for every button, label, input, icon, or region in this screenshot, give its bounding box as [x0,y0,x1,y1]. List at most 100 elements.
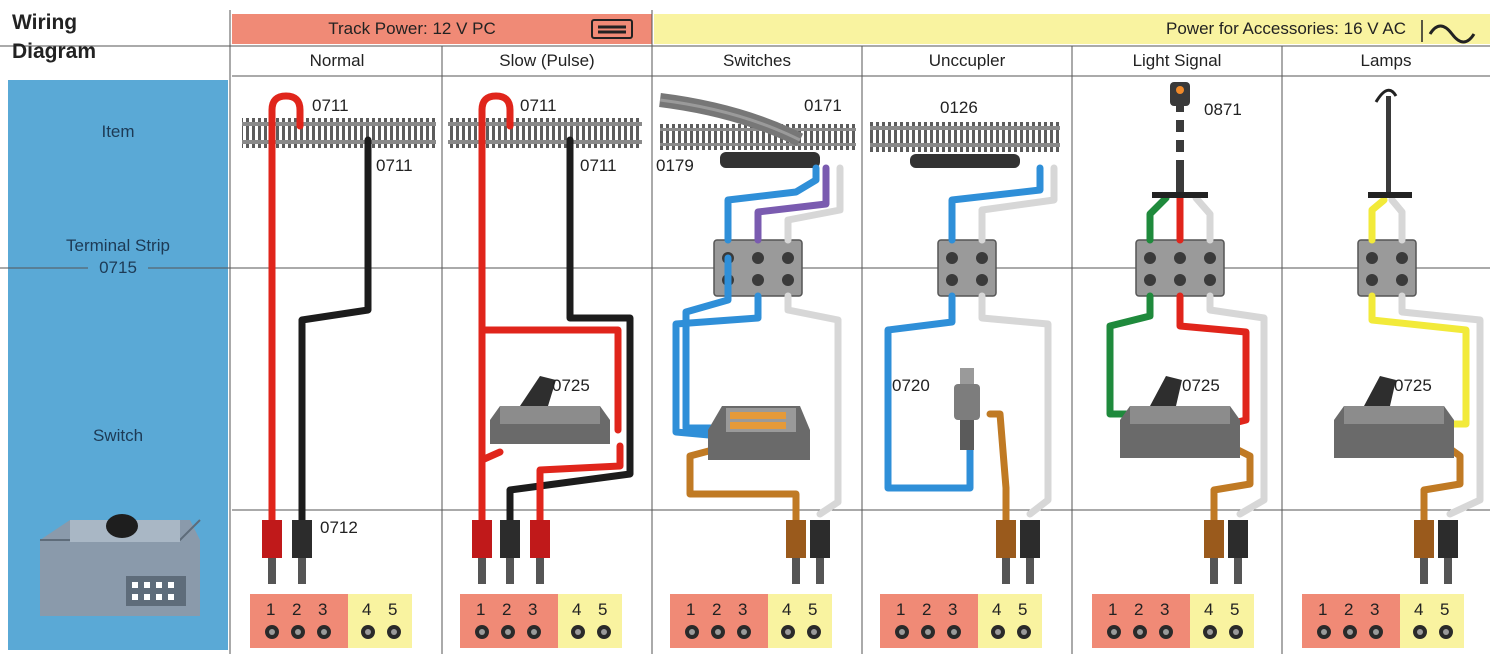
terminal-number-0-0: 1 [266,600,276,619]
terminal-number-5-3: 4 [1414,600,1424,619]
transformer-terminal-blocks [250,594,1464,648]
terminal-number-4-1: 2 [1134,600,1144,619]
terminal-number-5-1: 2 [1344,600,1354,619]
title-line-2: Diagram [12,40,97,63]
terminal-socket-hole-1-0 [479,629,485,635]
accessory-power-header: Power for Accessories: 16 V AC [1166,19,1406,38]
terminal-socket-hole-4-2 [1163,629,1169,635]
terminal-socket-hole-5-4 [1443,629,1449,635]
terminal-socket-hole-1-1 [505,629,511,635]
column-header-normal: Normal [309,51,365,70]
code-switches-turnout: 0171 [804,96,842,115]
code-normal-plug: 0712 [320,518,358,537]
ac-symbol-icon [1421,20,1476,44]
switch-box-turnout [708,406,810,460]
row-label-switch: Switch [92,426,144,445]
column-header-uncoupler: Unccupler [928,51,1006,70]
terminal-socket-hole-3-4 [1021,629,1027,635]
terminal-number-2-0: 1 [686,600,696,619]
code-slow-track-a: 0711 [520,96,557,115]
terminal-socket-hole-5-1 [1347,629,1353,635]
terminal-socket-hole-2-1 [715,629,721,635]
diagram-title: Wiring Diagram [6,8,228,76]
terminal-socket-hole-0-4 [391,629,397,635]
terminal-socket-hole-2-0 [689,629,695,635]
row-label-terminal-strip: Terminal Strip [66,236,170,255]
light-signal [1152,82,1208,198]
column-header-light-signal: Light Signal [1132,51,1222,70]
terminal-socket-hole-0-1 [295,629,301,635]
code-signal: 0871 [1204,100,1242,119]
track-slow [448,118,642,148]
terminal-socket-hole-3-1 [925,629,931,635]
terminal-socket-hole-3-2 [951,629,957,635]
wires [268,92,1484,528]
plugs [262,520,1458,584]
terminal-socket-hole-5-3 [1417,629,1423,635]
terminal-socket-hole-4-1 [1137,629,1143,635]
terminal-number-0-4: 5 [388,600,398,619]
terminal-number-1-4: 5 [598,600,608,619]
terminal-socket-hole-0-3 [365,629,371,635]
column-header-switches: Switches [722,51,792,70]
terminal-number-2-1: 2 [712,600,722,619]
terminal-number-5-4: 5 [1440,600,1450,619]
terminal-number-2-2: 3 [738,600,748,619]
track-power-header-bg [232,14,652,44]
terminal-socket-hole-2-3 [785,629,791,635]
column-header-slow: Slow (Pulse) [499,51,595,70]
terminal-socket-hole-4-3 [1207,629,1213,635]
terminal-number-0-3: 4 [362,600,372,619]
terminal-number-1-2: 3 [528,600,538,619]
accessory-power-header-bg [654,14,1490,44]
dc-symbol-icon [591,19,633,39]
code-normal-track-b: 0711 [376,156,413,175]
code-signal-switch: 0725 [1182,376,1220,395]
turnout-track [659,93,856,168]
terminal-socket-hole-3-3 [995,629,1001,635]
transformer [40,514,201,616]
terminal-number-0-2: 3 [318,600,328,619]
code-slow-switch: 0725 [552,376,590,395]
terminal-number-0-1: 2 [292,600,302,619]
terminal-number-3-2: 3 [948,600,958,619]
code-uncoupler-track: 0126 [940,98,978,117]
terminal-socket-hole-1-2 [531,629,537,635]
terminal-number-4-2: 3 [1160,600,1170,619]
switch-box-slow [490,376,610,444]
code-normal-track-a: 0711 [312,96,349,115]
code-uncoupler-button: 0720 [892,376,930,395]
terminal-socket-hole-1-3 [575,629,581,635]
terminal-socket-hole-0-2 [321,629,327,635]
lamp [1368,88,1412,198]
column-header-lamps: Lamps [1360,51,1412,70]
code-lamp-switch: 0725 [1394,376,1432,395]
terminal-socket-hole-2-4 [811,629,817,635]
title-line-1: Wiring [12,11,78,34]
terminal-number-1-3: 4 [572,600,582,619]
terminal-number-5-2: 3 [1370,600,1380,619]
row-label-item: Item [101,122,135,141]
terminal-screws [722,252,1408,286]
terminal-socket-hole-0-0 [269,629,275,635]
terminal-socket-hole-4-0 [1111,629,1117,635]
terminal-sockets [265,625,1453,639]
terminal-number-1-1: 2 [502,600,512,619]
switch-box-lamps [1334,376,1454,458]
terminal-number-2-3: 4 [782,600,792,619]
code-switches-motor: 0179 [656,156,694,175]
terminal-number-3-4: 5 [1018,600,1028,619]
terminal-number-4-4: 5 [1230,600,1240,619]
terminal-number-2-4: 5 [808,600,818,619]
terminal-socket-hole-5-0 [1321,629,1327,635]
uncoupler-button [954,368,980,450]
track-power-header: Track Power: 12 V PC [328,19,496,38]
terminal-socket-hole-4-4 [1233,629,1239,635]
terminal-number-5-0: 1 [1318,600,1328,619]
terminal-number-3-1: 2 [922,600,932,619]
terminal-socket-hole-5-2 [1373,629,1379,635]
switch-box-signal [1120,376,1240,458]
terminal-number-1-0: 1 [476,600,486,619]
terminal-socket-hole-3-0 [899,629,905,635]
code-slow-track-b: 0711 [580,156,617,175]
